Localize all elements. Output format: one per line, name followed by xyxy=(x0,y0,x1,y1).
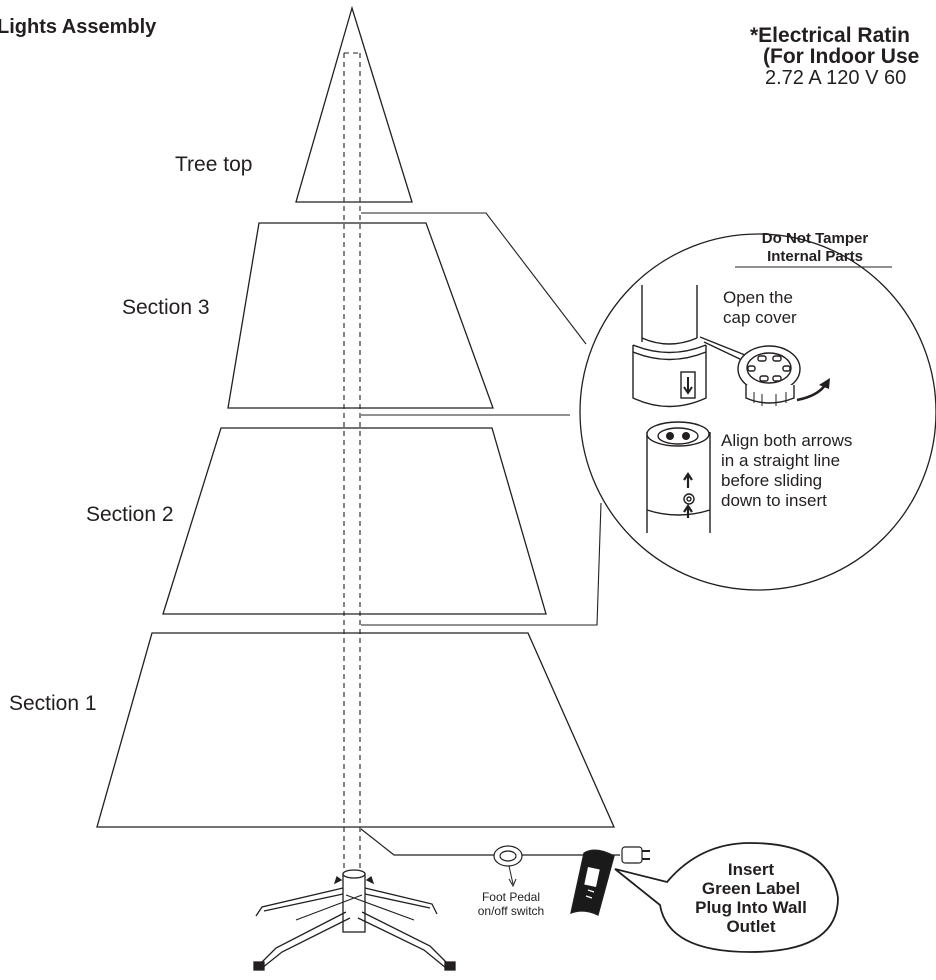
rating-heading: *Electrical Ratin xyxy=(750,24,910,47)
step2-line-2: in a straight line xyxy=(721,451,841,470)
step1-line-1: Open the xyxy=(723,288,793,307)
section-3-shape xyxy=(227,222,494,409)
plug-callout-bubble xyxy=(614,842,839,953)
section-2-shape xyxy=(162,427,547,615)
label-tree-top: Tree top xyxy=(175,153,253,176)
plug-tag-icon xyxy=(570,849,615,916)
foot-pedal-label: Foot Pedal on/off switch xyxy=(466,890,556,918)
tree-stand xyxy=(253,869,456,971)
plug-line-3: Plug Into Wall xyxy=(695,898,807,917)
plug-instruction: Insert Green Label Plug Into Wall Outlet xyxy=(668,860,834,936)
step1-line-2: cap cover xyxy=(723,308,797,327)
center-pole xyxy=(343,52,361,870)
diagram-title: Lights Assembly xyxy=(0,16,157,38)
plug-line-4: Outlet xyxy=(726,917,776,936)
step-open-cap: Open the cap cover xyxy=(723,288,797,328)
callout-lines xyxy=(361,212,602,626)
warning-line-2: Internal Parts xyxy=(767,248,863,265)
pedal-line-1: Foot Pedal xyxy=(481,890,541,904)
plug-line-1: Insert xyxy=(727,860,775,879)
rating-spec: 2.72 A 120 V 60 xyxy=(765,67,907,89)
step2-line-3: before sliding xyxy=(721,471,823,490)
power-cord xyxy=(360,828,650,888)
plug-line-2: Green Label xyxy=(701,879,801,898)
detail-circle xyxy=(579,233,936,591)
step2-line-4: down to insert xyxy=(721,491,827,510)
cap-detail xyxy=(632,285,830,408)
section-1-shape xyxy=(96,632,615,828)
label-section-2: Section 2 xyxy=(86,503,174,526)
label-section-1: Section 1 xyxy=(9,692,97,715)
label-section-3: Section 3 xyxy=(122,296,210,319)
rating-indoor: (For Indoor Use xyxy=(763,45,920,68)
tree-top-shape xyxy=(295,5,413,203)
pedal-line-2: on/off switch xyxy=(477,904,545,918)
warning-line-1: Do Not Tamper xyxy=(761,230,869,247)
socket-detail xyxy=(646,421,711,533)
step-align-arrows: Align both arrows in a straight line bef… xyxy=(721,431,852,511)
warning-text: Do Not Tamper Internal Parts xyxy=(735,230,895,266)
step2-line-1: Align both arrows xyxy=(721,431,853,450)
